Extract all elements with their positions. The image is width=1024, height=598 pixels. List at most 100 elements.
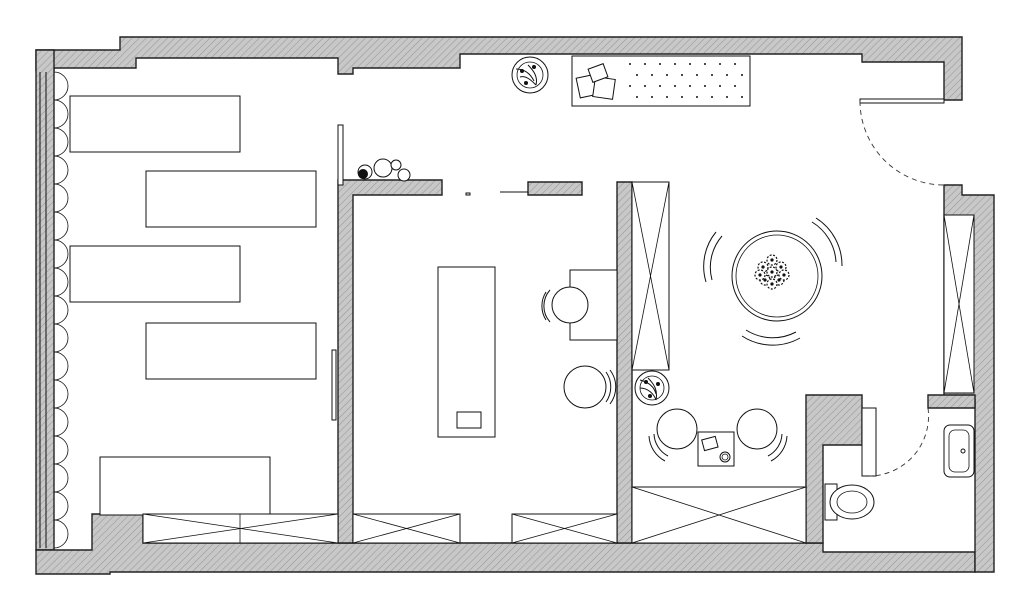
wardrobe-left	[142, 513, 339, 544]
chair-lower	[563, 365, 617, 409]
flower-center	[770, 258, 774, 262]
rug-dot	[681, 74, 683, 76]
curtain-fold	[53, 127, 69, 157]
bathroom	[824, 407, 975, 521]
massage-table	[437, 266, 496, 438]
rug-dot	[719, 85, 721, 87]
bathroom-wall-right	[927, 394, 976, 409]
curtain-fold	[53, 211, 69, 241]
curtain-fold	[53, 463, 69, 493]
rug-dot	[651, 74, 653, 76]
wall-shelf	[337, 124, 344, 186]
toilet-icon	[824, 483, 875, 521]
wardrobe-lounge	[631, 486, 807, 544]
rug-dot	[659, 85, 661, 87]
bed-3	[69, 245, 241, 303]
chair-table-bottom	[741, 329, 801, 346]
curtain-fold	[53, 99, 69, 129]
rug-dot	[734, 63, 736, 65]
curtain-fold	[53, 435, 69, 465]
bed-2	[145, 170, 317, 228]
flower-center	[779, 265, 783, 269]
partition-middle-top	[527, 181, 583, 196]
plant-icon	[634, 370, 670, 406]
rug-dot	[659, 63, 661, 65]
rug-dot	[726, 74, 728, 76]
rug-dot	[741, 74, 743, 76]
stool-right	[736, 408, 788, 462]
top-wall	[35, 36, 963, 101]
bottom-wall	[35, 513, 976, 575]
curtain-fold	[53, 267, 69, 297]
left-window	[39, 71, 69, 549]
plant-icon	[511, 56, 549, 94]
rug-dot	[681, 96, 683, 98]
rug-dot	[666, 74, 668, 76]
curtain-fold	[53, 295, 69, 325]
bathroom-door-swing	[869, 407, 929, 477]
rug-dot	[711, 96, 713, 98]
flower-center	[761, 265, 765, 269]
flower-center	[770, 282, 774, 286]
wardrobe-middle-left	[352, 513, 461, 544]
curtain-fold	[53, 323, 69, 353]
rug-dot	[696, 96, 698, 98]
flower-center	[777, 278, 781, 282]
rug-dot	[719, 63, 721, 65]
curtain-fold	[53, 379, 69, 409]
decor-spheres	[357, 158, 411, 182]
left-wall	[35, 49, 55, 551]
rug-dot	[636, 74, 638, 76]
partition-stub	[465, 192, 471, 196]
rug-dot	[666, 96, 668, 98]
curtain-fold	[53, 407, 69, 437]
book-icon	[701, 435, 719, 452]
curtain-fold	[53, 183, 69, 213]
wardrobe-middle-right	[511, 513, 618, 544]
flower-center	[782, 273, 786, 277]
chair-table-right	[811, 217, 843, 267]
rug-dot	[629, 63, 631, 65]
stool-left	[648, 408, 698, 462]
table-pillow	[456, 411, 482, 429]
chair-table-left	[703, 231, 723, 283]
rug-dot	[696, 74, 698, 76]
rug-dot	[629, 85, 631, 87]
partition-right	[616, 181, 633, 544]
rug-dot	[704, 63, 706, 65]
side-panel	[331, 349, 337, 421]
flower-bouquet-icon	[754, 254, 790, 290]
curtain-fold	[53, 491, 69, 521]
bed-5	[99, 456, 271, 516]
middle-room	[352, 191, 618, 544]
curtain-fold	[53, 239, 69, 269]
reading-nook	[571, 55, 751, 107]
rug-dot	[644, 63, 646, 65]
rug-dot	[741, 96, 743, 98]
curtain-fold	[53, 519, 69, 549]
rug-dot	[711, 74, 713, 76]
entry-door	[859, 98, 945, 186]
cushions-icon	[575, 63, 616, 100]
curtain-fold	[53, 155, 69, 185]
curtain-fold	[53, 71, 69, 101]
partition-left	[337, 179, 443, 544]
curtain-fold	[53, 351, 69, 381]
flower-center	[758, 273, 762, 277]
rug-dot	[689, 85, 691, 87]
bathroom-door-leaf	[861, 407, 877, 477]
rug-dot	[726, 96, 728, 98]
flower-center	[770, 270, 774, 274]
lounge	[631, 181, 843, 544]
rug-dot	[651, 96, 653, 98]
bathroom-wall	[805, 394, 863, 544]
rug-dot	[689, 63, 691, 65]
rug-dot	[644, 85, 646, 87]
sink-icon	[943, 424, 975, 478]
bed-1	[69, 95, 241, 153]
main-hall	[69, 95, 411, 544]
rug-dot	[674, 63, 676, 65]
bed-4	[145, 322, 317, 380]
side-table	[697, 431, 735, 467]
